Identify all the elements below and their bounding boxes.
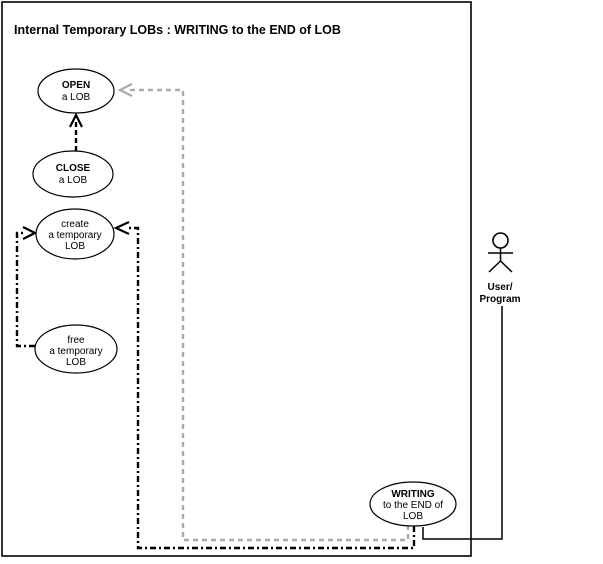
- writing-label-line2: to the END of: [383, 500, 443, 511]
- use-case-create-a-temporary-lob: create a temporary LOB: [35, 208, 115, 260]
- close-a-lob-label-line2: a LOB: [59, 175, 88, 186]
- create-a-temporary-lob-ellipse: [35, 208, 115, 260]
- stick-figure-head: [492, 232, 509, 249]
- close-a-lob-label-line1: CLOSE: [56, 163, 91, 174]
- close-a-lob-ellipse: [32, 150, 114, 198]
- create-label-line2: a temporary: [48, 230, 101, 241]
- use-case-free-a-temporary-lob: free a temporary LOB: [34, 324, 118, 374]
- actor-label-line1: User/: [487, 282, 512, 293]
- open-a-lob-label-line2: a LOB: [62, 92, 91, 103]
- free-label-line1: free: [67, 335, 85, 346]
- free-label-line3: LOB: [66, 357, 86, 368]
- use-case-close-a-lob: CLOSE a LOB: [32, 150, 114, 198]
- actor-label-line2: Program: [479, 294, 520, 305]
- free-a-temporary-lob-ellipse: [34, 324, 118, 374]
- diagram-frame: [1, 1, 472, 557]
- connector-actor-to-writing: [422, 306, 503, 540]
- connector-free-to-create: [15, 231, 35, 348]
- open-a-lob-ellipse: [37, 68, 115, 114]
- arrowhead-into-open-bottom-icon: [69, 112, 83, 128]
- stick-figure-icon: [488, 232, 513, 273]
- create-label-line3: LOB: [65, 241, 85, 252]
- create-label-line1: create: [61, 219, 89, 230]
- arrowhead-into-create-right-icon: [113, 221, 130, 235]
- free-label-line2: a temporary: [49, 346, 102, 357]
- use-case-open-a-lob: OPEN a LOB: [37, 68, 115, 114]
- writing-label-line1: WRITING: [391, 489, 435, 500]
- stick-figure-legs: [488, 259, 513, 273]
- connector-writing-to-open: [126, 88, 410, 542]
- arrowhead-into-create-left-icon: [22, 226, 38, 240]
- writing-to-end-of-lob-ellipse: [369, 481, 457, 527]
- use-case-writing-to-end-of-lob: WRITING to the END of LOB: [369, 481, 457, 527]
- actor-user-program: User/ Program: [479, 232, 521, 305]
- arrowhead-into-open-right-icon: [117, 83, 133, 97]
- writing-label-line3: LOB: [403, 511, 423, 522]
- connector-writing-to-create: [127, 226, 416, 550]
- open-a-lob-label-line1: OPEN: [62, 80, 90, 91]
- diagram-title: Internal Temporary LOBs : WRITING to the…: [14, 23, 341, 37]
